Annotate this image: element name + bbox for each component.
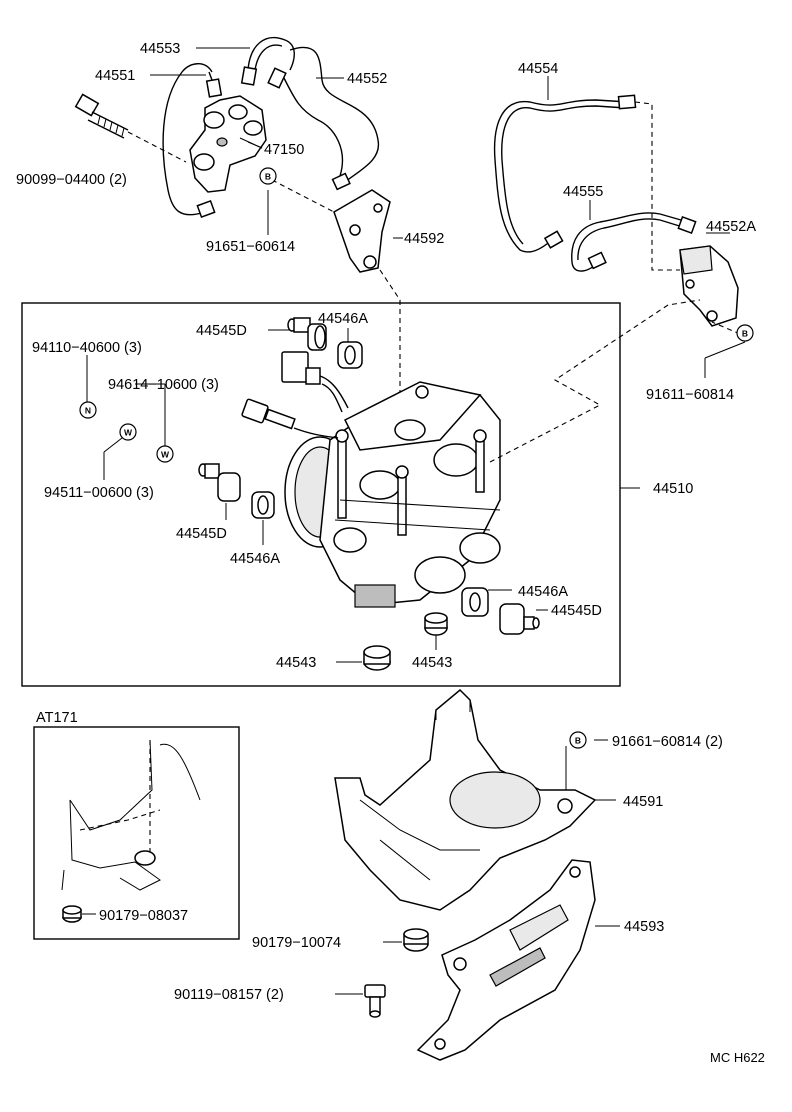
actuator-assembly-frame-44510 [21,302,621,687]
label-90119-08157: 90119−08157 (2) [174,987,284,1003]
label-91651-60614: 91651−60614 [206,239,295,255]
svg-text:N: N [85,406,91,416]
symbol-w-94511: W [119,423,137,441]
grommet-44545d-upper [287,317,327,351]
label-44510: 44510 [653,481,693,497]
label-44552: 44552 [347,71,387,87]
at171-inset-frame [33,726,240,940]
proportioning-valve-47150 [189,95,267,193]
label-44545d-upper: 44545D [196,323,247,339]
brake-tube-44552 [283,46,380,191]
cushion-44546a-upper [337,341,363,369]
grommet-44545d-right [499,603,540,635]
svg-text:W: W [161,450,170,460]
brake-tube-44555 [571,212,697,272]
label-44545d-left: 44545D [176,526,227,542]
clip-90179-08037 [62,905,82,923]
label-44593: 44593 [624,919,664,935]
cushion-44546a-left [251,491,275,519]
label-44553: 44553 [140,41,180,57]
grommet-44543-left [363,645,391,671]
label-44555: 44555 [563,184,603,200]
cushion-44546a-right [461,587,489,617]
label-44546a-upper: 44546A [318,311,368,327]
bracket-44591 [334,688,597,911]
brake-tube-44554 [493,94,637,253]
label-44546a-left: 44546A [230,551,280,567]
symbol-b-91651: B [259,167,277,185]
label-at171: AT171 [36,710,78,726]
label-47150: 47150 [264,142,304,158]
bracket-44552a [679,245,739,327]
label-44543-left: 44543 [276,655,316,671]
bracket-44592 [333,189,391,273]
symbol-b-91611: B [736,324,754,342]
svg-text:B: B [265,172,271,182]
label-94614-10600: 94614−10600 (3) [108,377,219,393]
connector-upper [281,351,349,413]
bracket-44593 [416,859,596,1061]
diagram-code: MC H622 [710,1050,765,1065]
label-90099-04400: 90099−04400 (2) [16,172,127,188]
label-90179-08037: 90179−08037 [99,908,188,924]
bolt-90099-04400 [74,93,129,139]
grommet-44545d-left [198,463,241,502]
label-90179-10074: 90179−10074 [252,935,341,951]
at171-bracket-detail [61,739,201,891]
svg-text:B: B [742,329,748,339]
label-44545d-right: 44545D [551,603,602,619]
abs-actuator-44510 [284,381,501,608]
label-94511-00600: 94511−00600 (3) [44,485,154,501]
label-44554: 44554 [518,61,558,77]
svg-text:W: W [124,428,133,438]
label-44546a-right: 44546A [518,584,568,600]
label-91661-60814: 91661−60814 (2) [612,734,723,750]
label-44591: 44591 [623,794,663,810]
bolt-90119-08157 [364,984,386,1018]
label-91611-60814: 91611−60814 [646,387,734,403]
svg-text:B: B [575,736,581,746]
label-94110-40600: 94110−40600 (3) [32,340,142,356]
symbol-n-94110: N [79,401,97,419]
symbol-b-91661: B [569,731,587,749]
brake-tube-44553 [240,36,295,89]
label-44592: 44592 [404,231,444,247]
connector-lower [241,398,339,439]
symbol-w-94614: W [156,445,174,463]
label-44551: 44551 [95,68,135,84]
label-44552a: 44552A [706,219,756,235]
grommet-44543-right [424,612,448,636]
clip-90179-10074 [403,928,429,952]
brake-tube-44551 [162,63,223,218]
label-44543-right: 44543 [412,655,452,671]
